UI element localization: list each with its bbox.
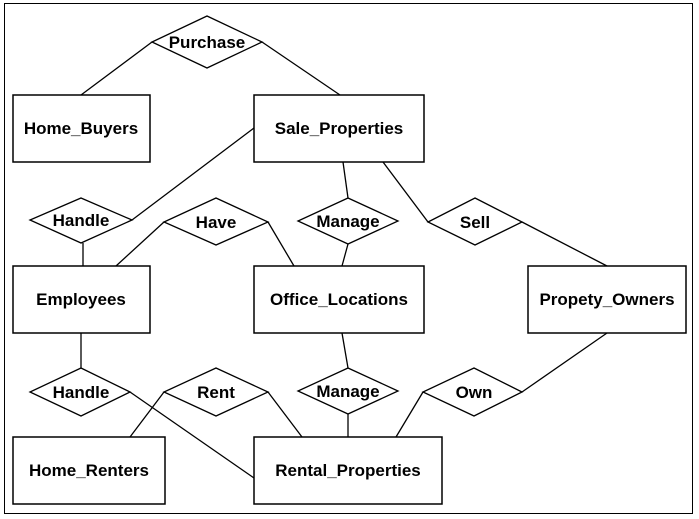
relationship-handle-sale[interactable]: Handle <box>28 197 134 244</box>
entity-box <box>253 94 425 163</box>
entity-rental-properties[interactable]: Rental_Properties <box>253 436 443 505</box>
edge-sell-sale-properties <box>382 161 429 223</box>
relationship-sell[interactable]: Sell <box>426 197 524 246</box>
entity-label: Propety_Owners <box>539 290 674 309</box>
relationship-label: Handle <box>53 211 110 230</box>
relationship-manage-sale[interactable]: Manage <box>296 197 400 245</box>
entity-box <box>12 94 151 163</box>
entity-employees[interactable]: Employees <box>12 265 151 334</box>
relationship-rent[interactable]: Rent <box>162 367 270 417</box>
edge-rent-rental-properties <box>267 391 303 438</box>
relationship-diamond <box>162 197 270 246</box>
entity-label: Home_Buyers <box>24 119 138 138</box>
entity-propety-owners[interactable]: Propety_Owners <box>527 265 687 334</box>
entity-label: Office_Locations <box>270 290 408 309</box>
edge-purchase-home-buyers <box>80 41 153 96</box>
relationship-label: Rent <box>197 383 235 402</box>
relationship-label: Have <box>196 213 237 232</box>
relationship-label: Own <box>456 383 493 402</box>
entity-office-locations[interactable]: Office_Locations <box>253 265 425 334</box>
edge-own-owners <box>521 332 608 393</box>
entity-box <box>253 265 425 334</box>
entity-box <box>12 265 151 334</box>
edge-handle-sale-properties <box>131 127 255 221</box>
relationship-label: Purchase <box>169 33 246 52</box>
entity-box <box>12 436 166 505</box>
relationship-diamond <box>296 197 400 245</box>
relationship-diamond <box>421 367 524 417</box>
entity-label: Home_Renters <box>29 461 149 480</box>
relationship-label: Sell <box>460 213 490 232</box>
edge-have-employees <box>115 221 165 267</box>
relationship-diamond <box>162 367 270 417</box>
entity-home-buyers[interactable]: Home_Buyers <box>12 94 151 163</box>
edge-purchase-sale-properties <box>261 41 341 96</box>
relationship-diamond <box>426 197 524 246</box>
relationship-diamond <box>296 367 400 415</box>
relationship-own[interactable]: Own <box>421 367 524 417</box>
edge-manage-office <box>341 332 349 369</box>
entity-label: Rental_Properties <box>275 461 421 480</box>
relationship-label: Manage <box>316 382 379 401</box>
edge-manage-sale-properties <box>342 161 349 199</box>
entity-label: Sale_Properties <box>275 119 404 138</box>
entity-box <box>527 265 687 334</box>
entity-sale-properties[interactable]: Sale_Properties <box>253 94 425 163</box>
entity-label: Employees <box>36 290 126 309</box>
relationship-manage-rental[interactable]: Manage <box>296 367 400 415</box>
edge-handle-rental-properties <box>129 391 255 479</box>
entity-box <box>253 436 443 505</box>
edge-manage-office-locations <box>341 243 349 267</box>
edge-have-office-locations <box>267 221 295 267</box>
relationship-diamond <box>28 197 134 244</box>
relationship-handle-rental[interactable]: Handle <box>28 367 132 417</box>
relationship-have[interactable]: Have <box>162 197 270 246</box>
relationship-diamond <box>150 15 264 69</box>
edge-sell-owners <box>521 221 608 267</box>
edge-rent-home-renters <box>129 391 165 438</box>
relationship-diamond <box>28 367 132 417</box>
edge-own-rental-properties <box>395 391 424 438</box>
entity-home-renters[interactable]: Home_Renters <box>12 436 166 505</box>
relationship-purchase[interactable]: Purchase <box>150 15 264 69</box>
relationship-edges <box>80 41 608 479</box>
relationship-label: Manage <box>316 212 379 231</box>
relationship-label: Handle <box>53 383 110 402</box>
